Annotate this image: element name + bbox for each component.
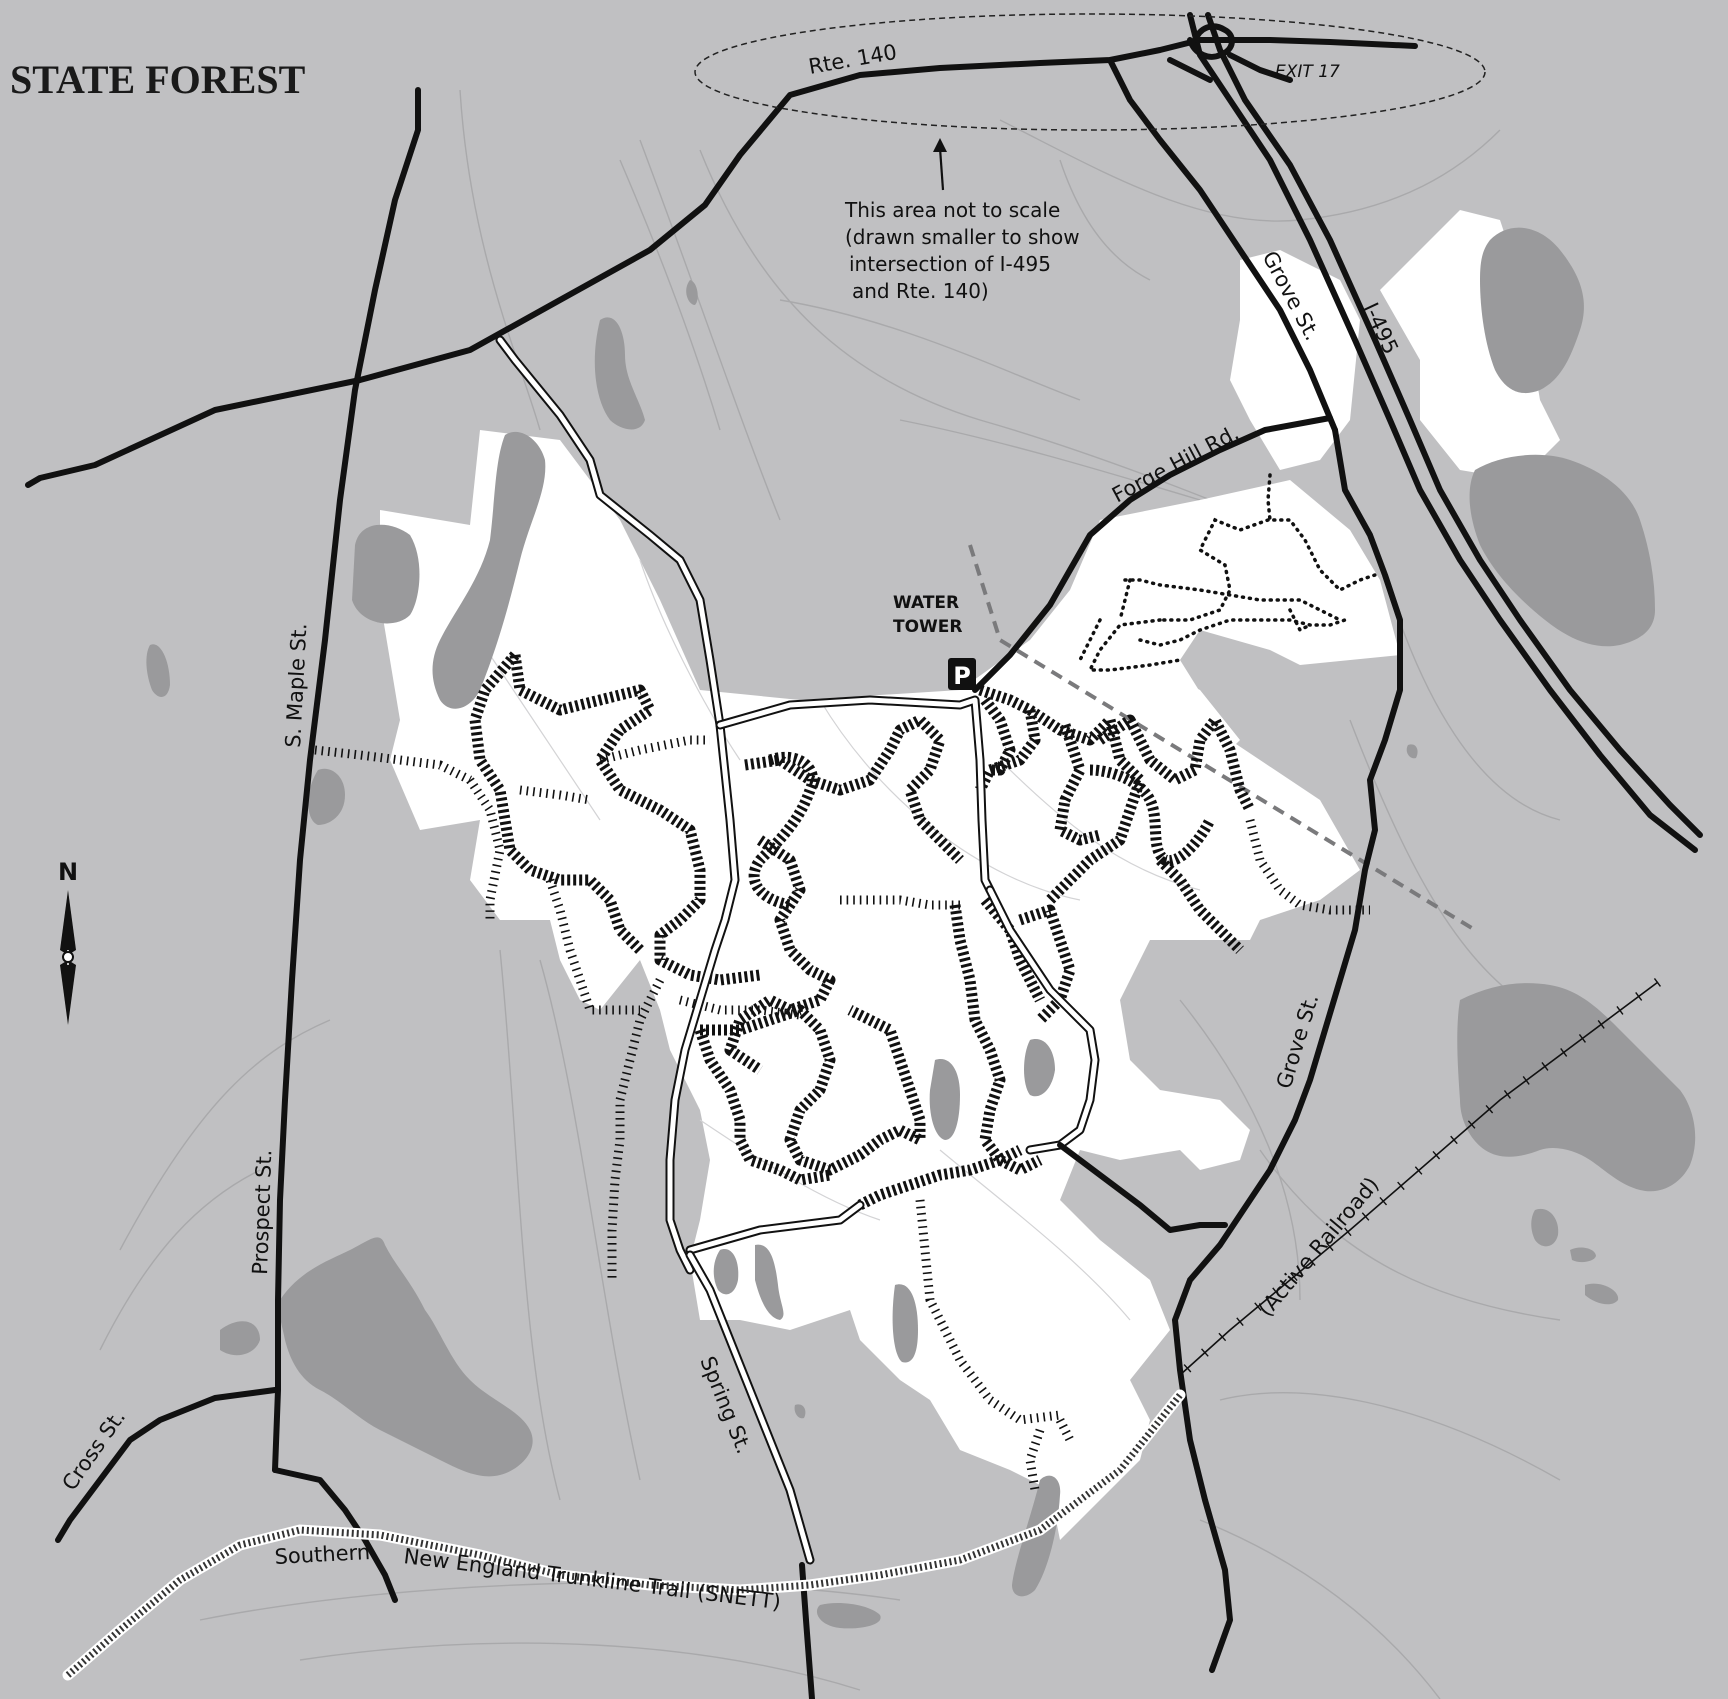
main-roads bbox=[25, 12, 1703, 1699]
pond-south-bottom bbox=[816, 1603, 881, 1629]
pond-south-1 bbox=[713, 1249, 739, 1295]
parking-marker: P bbox=[948, 658, 976, 690]
i-495-east bbox=[1205, 12, 1703, 838]
note-line-4: and Rte. 140) bbox=[852, 279, 989, 303]
trail-center-upper bbox=[724, 835, 836, 1075]
pond-south-2 bbox=[755, 1244, 784, 1320]
power-line bbox=[968, 544, 1477, 932]
north-arrow-icon bbox=[60, 890, 76, 955]
wetland-east-lower bbox=[1457, 983, 1696, 1192]
trail-center-connector bbox=[857, 1145, 1023, 1210]
north-label: N bbox=[58, 858, 78, 886]
prospect-label: Prospect St. bbox=[248, 1149, 276, 1275]
active-railroad bbox=[1176, 977, 1661, 1379]
exit-17-ramp-3 bbox=[1167, 57, 1213, 83]
pond-tiny-3 bbox=[1406, 744, 1418, 759]
trail-south-west bbox=[694, 1028, 831, 1186]
forest-contours bbox=[479, 559, 1201, 1321]
south-arrow-icon bbox=[60, 960, 76, 1025]
trail-east-upper bbox=[980, 696, 1016, 776]
pond-center-1 bbox=[929, 1059, 960, 1140]
pond-south-3 bbox=[892, 1284, 918, 1363]
grove-st-north bbox=[1107, 57, 1338, 433]
lake-northeast bbox=[1480, 227, 1584, 394]
not-to-scale-ellipse bbox=[694, 13, 1486, 131]
cross-st-road bbox=[55, 1387, 278, 1543]
water-tower-label-1: WATER bbox=[893, 593, 959, 613]
parking-label: P bbox=[953, 662, 971, 690]
road-southeast bbox=[1057, 1142, 1228, 1233]
pond-east-small-2 bbox=[1570, 1247, 1596, 1263]
pond-north-small bbox=[594, 317, 645, 430]
pond-northwest bbox=[352, 524, 420, 624]
grove-st-south bbox=[1172, 427, 1403, 1673]
note-arrow bbox=[938, 147, 945, 191]
north-arrow: N bbox=[58, 858, 78, 1025]
pond-center-2 bbox=[1024, 1039, 1055, 1097]
trail-central-ns bbox=[949, 904, 1043, 1176]
trail-mid-loop bbox=[744, 714, 964, 864]
south-road bbox=[272, 1467, 398, 1603]
internal-roads bbox=[495, 335, 1100, 1565]
contour-lines bbox=[99, 89, 1561, 1699]
note-line-1: This area not to scale bbox=[844, 198, 1060, 222]
dotted-trails bbox=[1078, 473, 1377, 672]
note-line-3: intersection of I-495 bbox=[849, 252, 1051, 276]
trail-east-6 bbox=[1018, 904, 1076, 1024]
snett-trail bbox=[62, 1389, 1186, 1681]
trail-loop-west bbox=[509, 654, 761, 986]
trail-mid-1 bbox=[748, 751, 819, 911]
pond-southwest-small bbox=[220, 1321, 260, 1356]
i-495-west bbox=[1187, 12, 1698, 853]
trail-east-3 bbox=[1089, 764, 1215, 867]
pond-east-small-1 bbox=[1531, 1208, 1559, 1247]
exit-17-ramp-2 bbox=[1227, 52, 1293, 83]
pond-tiny-2 bbox=[794, 1404, 806, 1419]
s-maple-road bbox=[272, 87, 421, 1473]
note-arrowhead-icon bbox=[933, 138, 947, 152]
wetland-south-west bbox=[279, 1237, 533, 1477]
map-title: STATE FOREST bbox=[10, 57, 306, 102]
pond-east-small-3 bbox=[1585, 1283, 1619, 1305]
pond-long-north bbox=[432, 431, 546, 709]
trail-east-5 bbox=[1156, 856, 1244, 954]
note-line-2: (drawn smaller to show bbox=[845, 225, 1080, 249]
trail-east-1 bbox=[975, 684, 1041, 793]
forge-hill-road bbox=[972, 415, 1333, 693]
snett-label-1: Southern bbox=[274, 1540, 371, 1569]
water-bodies bbox=[146, 227, 1696, 1629]
trail-east-4 bbox=[1096, 714, 1255, 813]
water-tower-label-2: TOWER bbox=[893, 617, 963, 637]
pond-tiny-1 bbox=[686, 280, 698, 305]
pond-west-small bbox=[146, 644, 170, 697]
trail-east-upper-2 bbox=[1054, 723, 1102, 846]
lake-east bbox=[1469, 454, 1655, 647]
exit-17-ramp-1 bbox=[1187, 23, 1235, 60]
exit-17-label: EXIT 17 bbox=[1275, 62, 1340, 82]
trail-center-loop-south bbox=[700, 1004, 926, 1176]
parking-icon bbox=[948, 658, 976, 690]
pond-west-2 bbox=[308, 768, 345, 825]
